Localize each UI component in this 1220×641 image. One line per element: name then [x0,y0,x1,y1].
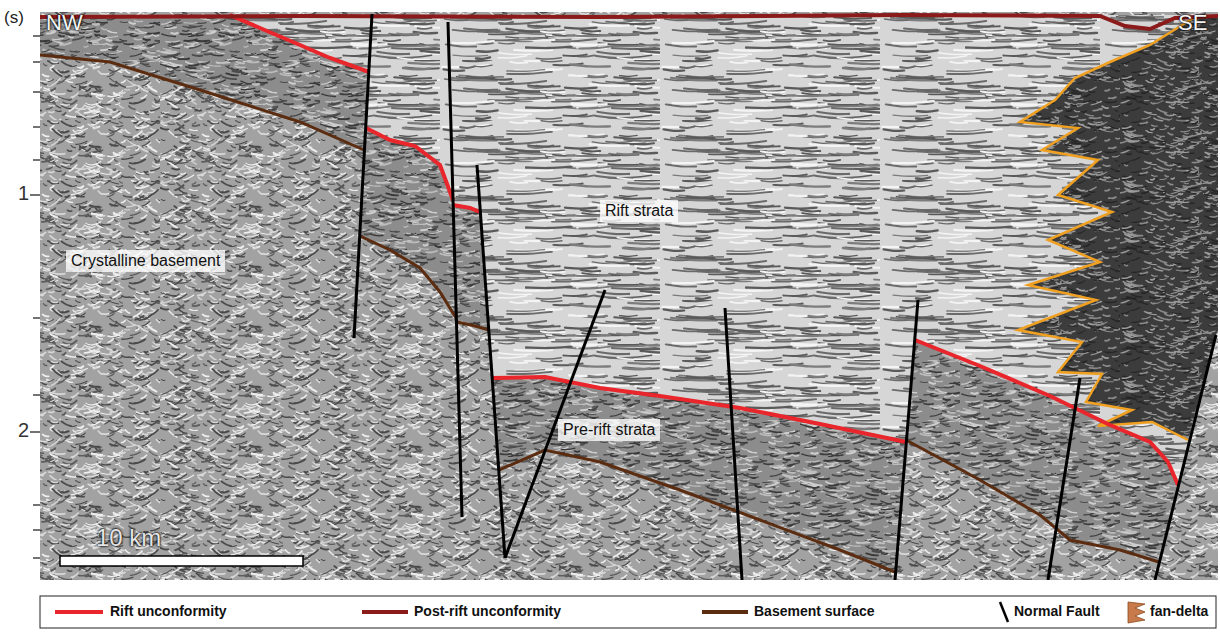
section-shape [492,377,906,442]
section-shape [30,431,40,433]
legend-sample-fan-delta [1128,602,1145,623]
section-shape [33,61,40,63]
legend-sample-fault [1000,602,1008,622]
section-shape [230,15,369,72]
legend-text: Post-rift unconformity [414,603,561,619]
legend-text: Rift unconformity [110,603,227,619]
unit-label: Pre-rift strata [558,419,660,441]
section-shape [453,205,480,212]
section-shape [360,236,456,318]
rift-unconformity [230,15,1178,485]
section-shape [915,340,1178,485]
section-shape [33,317,40,319]
section-shape [354,14,372,338]
scale-label: 10 km [96,524,161,552]
legend-text: Basement surface [754,603,875,619]
section-shape [895,300,918,580]
section-shape [40,55,364,150]
legend-text: fan-delta [1150,603,1208,619]
fan-delta-boundary [1018,17,1195,440]
section-shape [457,322,489,330]
section-shape [366,128,453,200]
legend-sample-basement [702,610,748,614]
section-shape [906,440,1159,562]
section-shape [30,194,40,196]
section-shape [33,394,40,396]
legend-text: Normal Fault [1014,603,1100,619]
section-shape [477,165,505,558]
section-shape [448,22,462,517]
section-shape [33,504,40,506]
crystalline-basement [40,12,1218,580]
axis-tick-label: 1 [18,182,29,205]
seismic-panel [40,12,1218,580]
section-shape [33,159,40,161]
section-shape [1155,335,1216,580]
post-rift-unconformity [40,15,1218,29]
unit-label: Crystalline basement [66,250,225,272]
section-shape [33,529,40,531]
section-shape [499,450,895,572]
axis-tick-label: 2 [18,419,29,442]
unit-label: Rift strata [600,200,678,222]
orientation-label: NW [46,10,83,35]
axis-unit: (s) [4,8,24,28]
legend-sample-rift [55,610,103,614]
section-shape [33,557,40,559]
normal-faults [354,14,1216,580]
orientation-label: SE [1178,10,1207,35]
basement-surface [40,55,1159,572]
section-shape [1048,378,1080,580]
legend-sample-post-rift [362,610,408,614]
section-shape [33,126,40,128]
section-shape [725,308,742,580]
section-shape [33,91,40,93]
fan-delta [1018,15,1218,440]
section-shape [33,35,40,37]
rift-strata [230,15,1218,485]
time-axis-ticks [30,36,40,558]
scale-bar [60,556,303,566]
legend-box [40,596,1216,628]
